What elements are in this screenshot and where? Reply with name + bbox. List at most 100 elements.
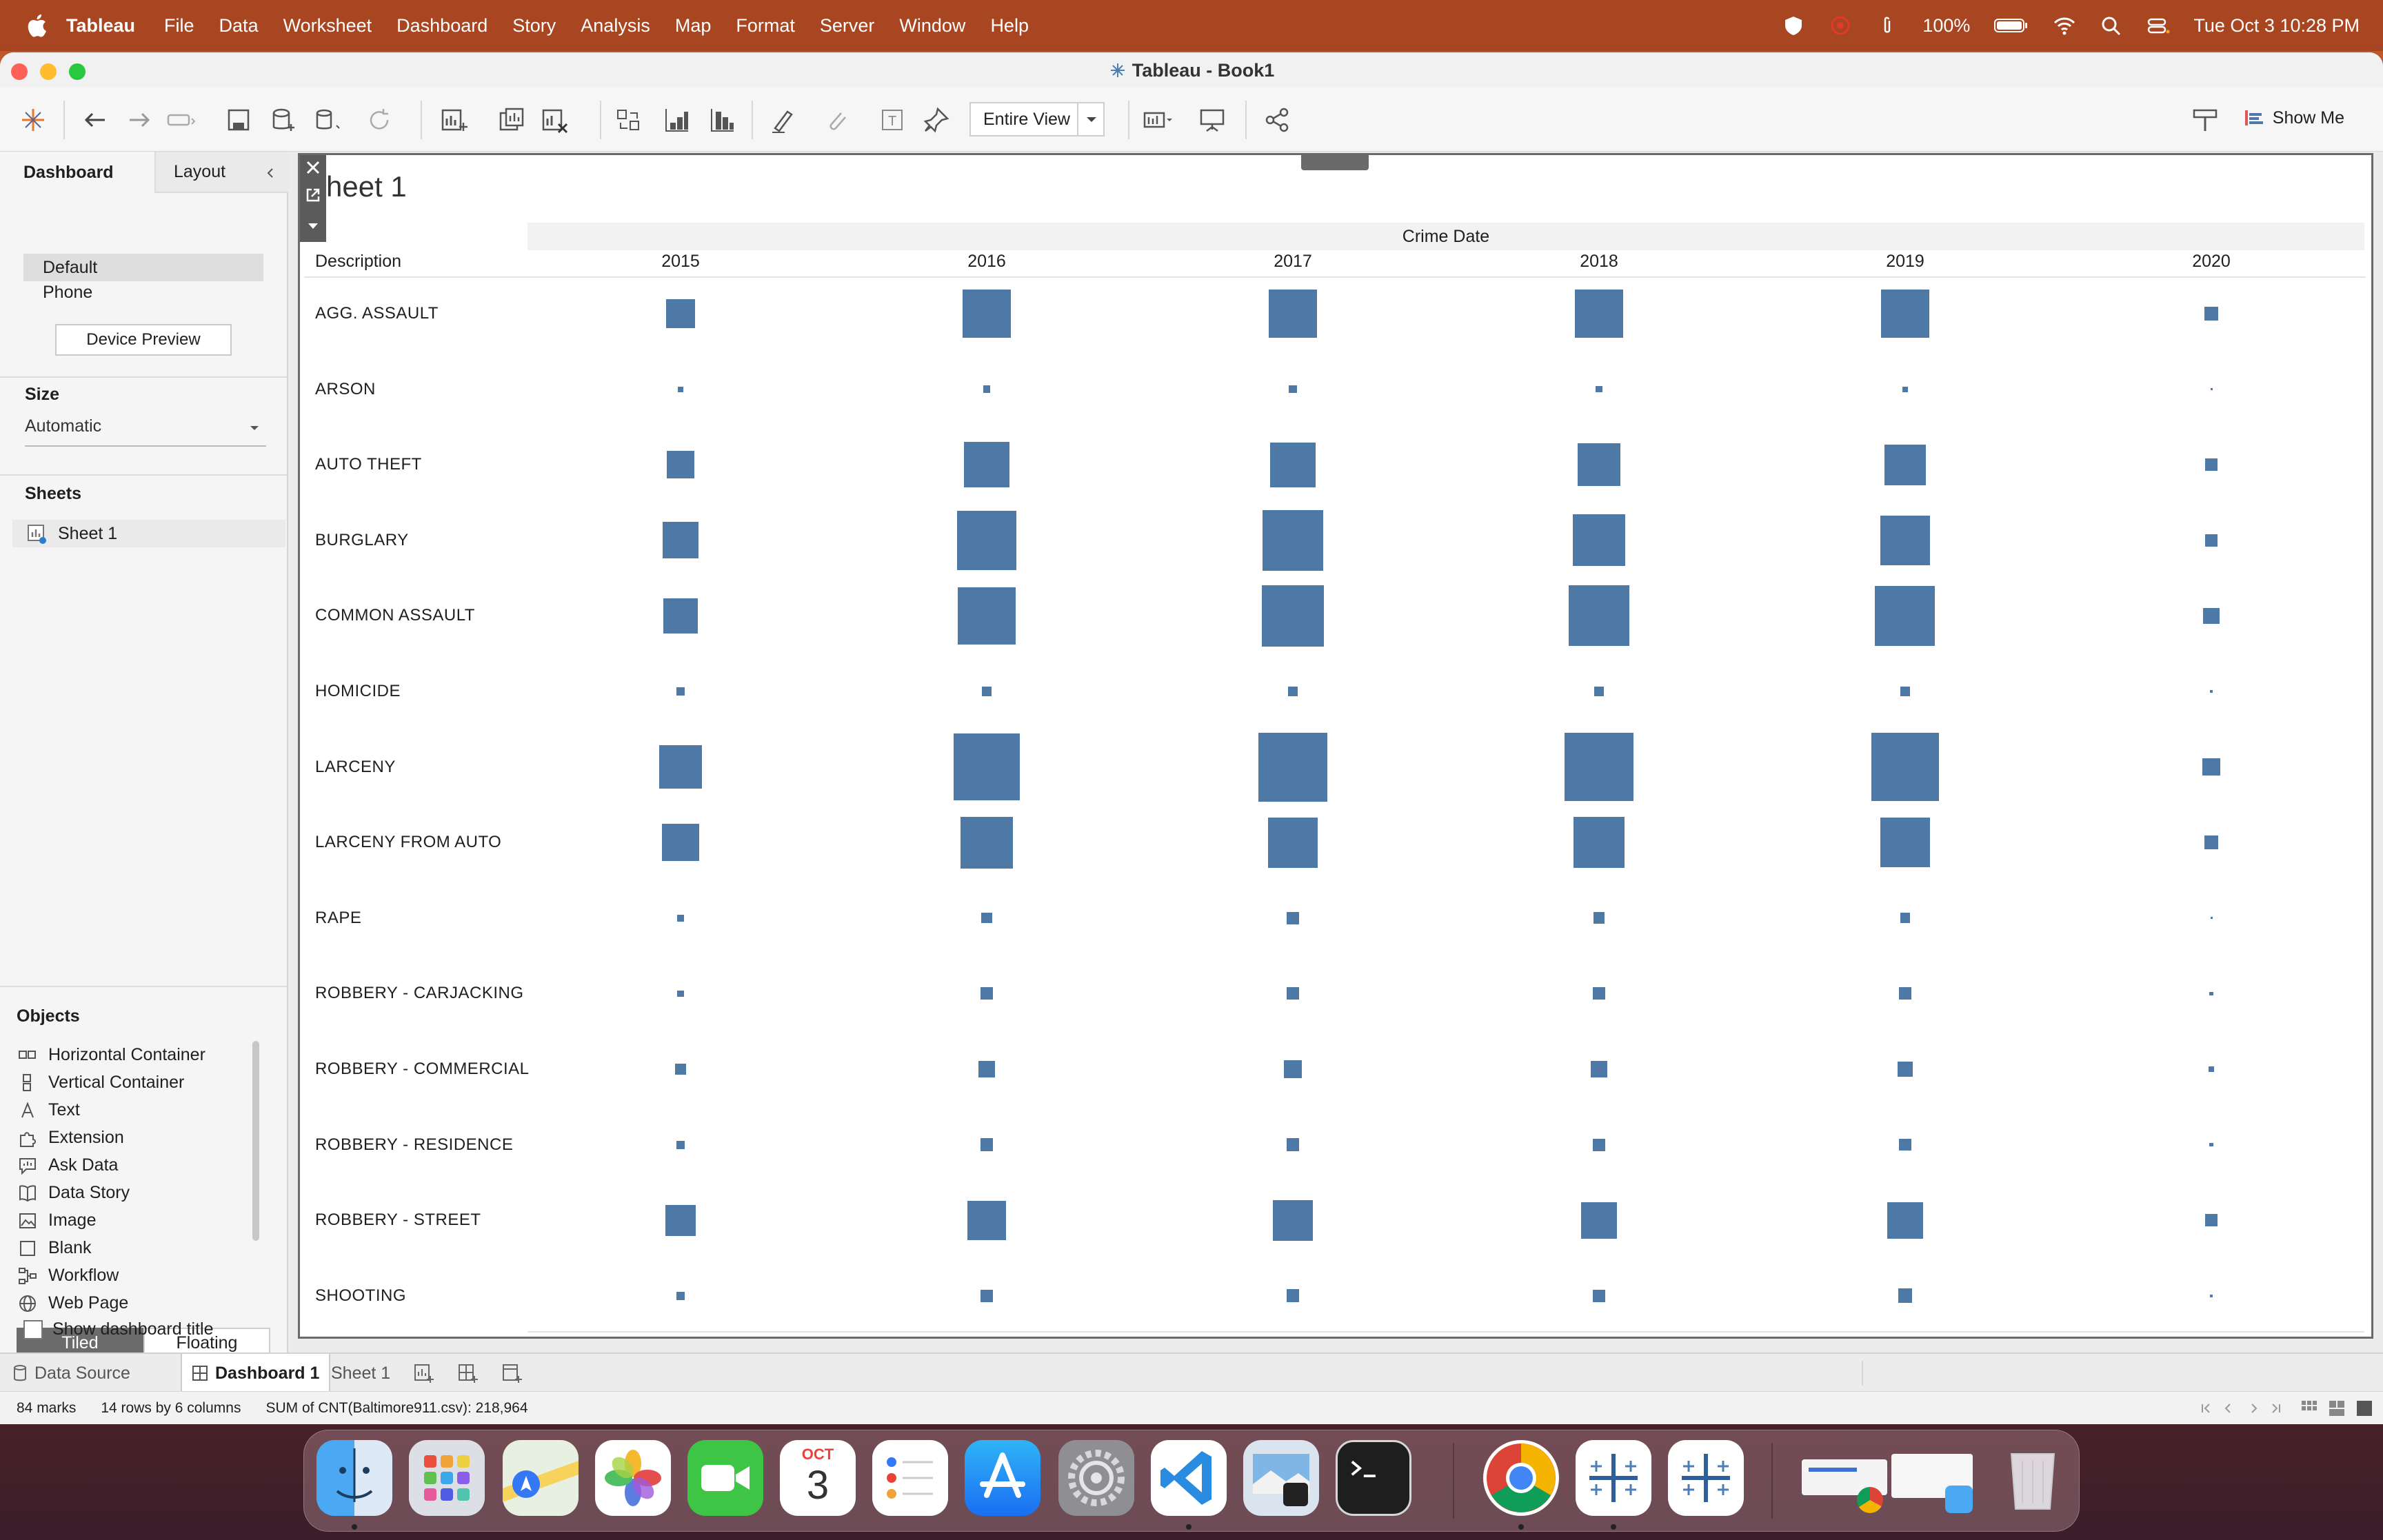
menubar-clock[interactable]: Tue Oct 3 10:28 PM — [2193, 14, 2360, 36]
row-label[interactable]: AGG. ASSAULT — [315, 304, 439, 323]
go-to-sheet-icon[interactable] — [305, 187, 321, 203]
chart-mark[interactable] — [1575, 290, 1623, 338]
year-header[interactable]: 2019 — [1886, 252, 1924, 271]
wifi-icon[interactable] — [2053, 15, 2076, 36]
pause-updates-icon[interactable] — [312, 105, 342, 135]
battery-icon[interactable] — [1993, 15, 2029, 36]
row-label[interactable]: AUTO THEFT — [315, 455, 422, 474]
undo-icon[interactable] — [80, 105, 110, 135]
presentation-mode-icon[interactable] — [1197, 105, 1227, 135]
menu-app-name[interactable]: Tableau — [66, 14, 136, 36]
chart-mark[interactable] — [1267, 817, 1318, 868]
refresh-icon[interactable] — [364, 105, 394, 135]
objects-scrollbar[interactable] — [252, 1041, 259, 1241]
row-label[interactable]: RAPE — [315, 908, 362, 927]
close-icon[interactable] — [305, 159, 321, 176]
object-text[interactable]: Text — [18, 1100, 80, 1120]
chart-mark[interactable] — [1596, 385, 1602, 393]
object-extension[interactable]: Extension — [18, 1128, 124, 1148]
paperclip-icon[interactable] — [1876, 15, 1899, 36]
chart-mark[interactable] — [967, 1200, 1007, 1240]
sort-ascending-icon[interactable] — [661, 105, 691, 135]
chart-mark[interactable] — [677, 914, 684, 922]
new-data-source-icon[interactable] — [268, 105, 298, 135]
show-mark-labels-icon[interactable]: T — [877, 105, 907, 135]
chart-mark[interactable] — [961, 816, 1013, 869]
chart-mark[interactable] — [1887, 1202, 1924, 1239]
year-header[interactable]: 2015 — [661, 252, 700, 271]
record-icon[interactable] — [1829, 15, 1852, 36]
facetime-icon[interactable] — [687, 1440, 763, 1516]
chart-mark[interactable] — [1577, 443, 1621, 487]
new-dashboard-tab-icon[interactable] — [458, 1364, 479, 1383]
row-label[interactable]: ROBBERY - COMMERCIAL — [315, 1060, 530, 1078]
device-phone[interactable]: Phone — [43, 283, 93, 302]
object-blank[interactable]: Blank — [18, 1238, 92, 1258]
object-image[interactable]: Image — [18, 1210, 96, 1230]
sort-descending-icon[interactable] — [706, 105, 736, 135]
year-header[interactable]: 2020 — [2192, 252, 2231, 271]
show-filmstrip-icon[interactable] — [2300, 1399, 2318, 1417]
chart-mark[interactable] — [1593, 1138, 1605, 1151]
chart-mark[interactable] — [2204, 534, 2218, 547]
replay-icon[interactable] — [165, 105, 196, 135]
new-worksheet-tab-icon[interactable] — [414, 1364, 434, 1383]
row-label[interactable]: COMMON ASSAULT — [315, 606, 475, 625]
vscode-icon[interactable] — [1151, 1440, 1227, 1516]
sheet-list-item[interactable]: Sheet 1 — [12, 520, 285, 547]
menu-format[interactable]: Format — [736, 14, 795, 36]
chart-mark[interactable] — [1875, 585, 1935, 646]
drag-handle[interactable] — [1301, 155, 1369, 170]
menu-file[interactable]: File — [164, 14, 194, 36]
system-settings-icon[interactable] — [1058, 1440, 1134, 1516]
chart-mark[interactable] — [1880, 289, 1930, 338]
chart-mark[interactable] — [953, 733, 1020, 800]
clear-sheet-icon[interactable] — [539, 105, 570, 135]
new-worksheet-icon[interactable] — [439, 105, 469, 135]
chart-mark[interactable] — [1880, 515, 1931, 565]
chart-mark[interactable] — [964, 442, 1009, 487]
chart-mark[interactable] — [1569, 585, 1629, 647]
chart-mark[interactable] — [1272, 1199, 1314, 1241]
show-dashboard-title-option[interactable]: Show dashboard title — [23, 1319, 213, 1339]
chart-mark[interactable] — [982, 687, 992, 696]
chart-mark[interactable] — [2204, 458, 2218, 472]
maps-icon[interactable] — [503, 1440, 579, 1516]
chart-mark[interactable] — [1287, 686, 1298, 697]
row-label[interactable]: SHOOTING — [315, 1286, 407, 1305]
chart-mark[interactable] — [2210, 388, 2213, 391]
minimize-window-button[interactable] — [40, 63, 57, 80]
chart-mark[interactable] — [978, 1061, 995, 1077]
chart-mark[interactable] — [1263, 509, 1323, 571]
swap-rows-columns-icon[interactable] — [614, 105, 644, 135]
menu-worksheet[interactable]: Worksheet — [283, 14, 372, 36]
chart-mark[interactable] — [2202, 758, 2220, 776]
chart-mark[interactable] — [983, 385, 991, 394]
row-label[interactable]: ROBBERY - STREET — [315, 1210, 481, 1230]
chart-mark[interactable] — [1871, 733, 1940, 801]
new-story-tab-icon[interactable] — [502, 1364, 523, 1383]
chart-mark[interactable] — [662, 824, 699, 862]
chart-mark[interactable] — [667, 451, 694, 478]
show-title-checkbox[interactable] — [23, 1319, 43, 1339]
fix-axes-pin-icon[interactable] — [921, 105, 952, 135]
chart-mark[interactable] — [1898, 1288, 1913, 1304]
chart-mark[interactable] — [2203, 607, 2220, 625]
trash-icon[interactable] — [1995, 1440, 2071, 1516]
chart-mark[interactable] — [677, 990, 684, 997]
menu-map[interactable]: Map — [674, 14, 712, 36]
object-horizontal-container[interactable]: Horizontal Container — [18, 1045, 205, 1065]
duplicate-sheet-icon[interactable] — [496, 105, 527, 135]
row-label[interactable]: LARCENY — [315, 757, 396, 776]
chart-mark[interactable] — [1899, 1139, 1911, 1151]
menu-server[interactable]: Server — [819, 14, 875, 36]
close-window-button[interactable] — [11, 63, 28, 80]
chart-mark[interactable] — [963, 290, 1011, 338]
tab-sheet-1[interactable]: Sheet 1 — [331, 1363, 391, 1383]
chart-mark[interactable] — [1573, 817, 1625, 869]
dashboard-pin-icon[interactable] — [2190, 105, 2220, 135]
chart-mark[interactable] — [674, 1063, 687, 1075]
tab-dashboard-1[interactable]: Dashboard 1 — [181, 1354, 331, 1392]
chart-mark[interactable] — [1268, 289, 1318, 338]
chart-mark[interactable] — [981, 987, 993, 1000]
